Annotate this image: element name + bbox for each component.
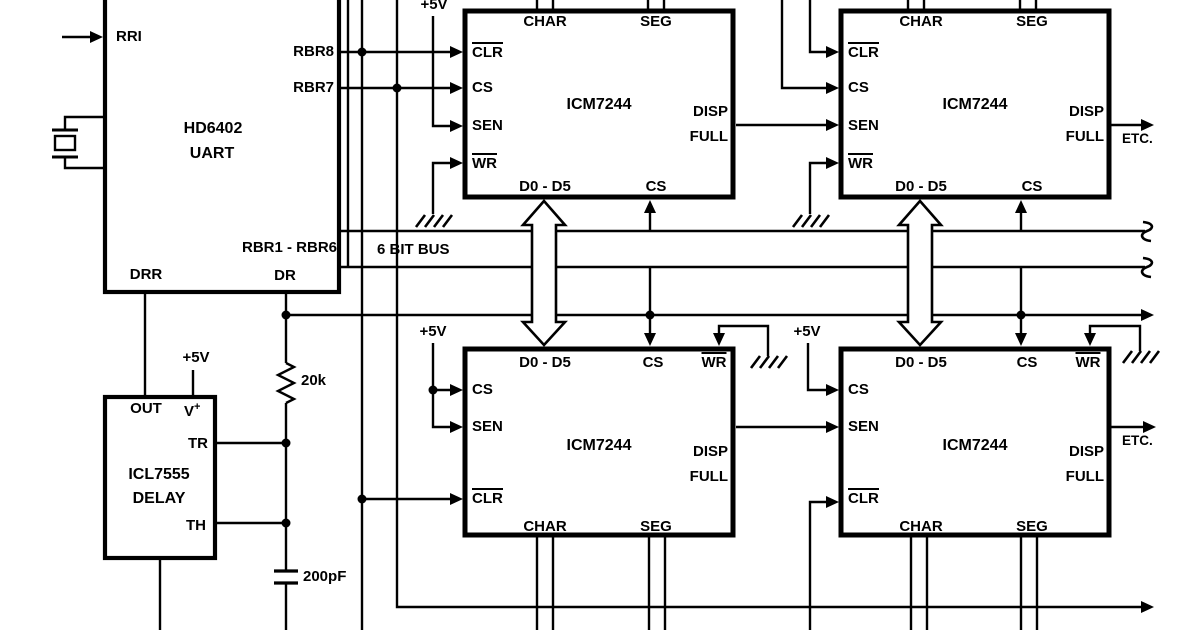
chip1-pin-disp: DISP	[692, 103, 728, 120]
chip4-part-number: ICM7244	[942, 437, 1008, 454]
uart-pin-dr: DR	[274, 267, 296, 284]
timer-pin-vplus: V+	[184, 401, 201, 420]
chip3-pin-d0-d5: D0 - D5	[519, 354, 571, 371]
chip4-pin-cs-bus: CS	[1016, 354, 1038, 371]
bus-label: 6 BIT BUS	[377, 241, 450, 258]
supply-label-bottom-right: +5V	[793, 323, 821, 340]
chip1-pin-wr: WR	[472, 153, 497, 172]
timer-pin-tr: TR	[188, 435, 208, 452]
chip2-pin-full: FULL	[1065, 128, 1104, 145]
chip2-pin-seg: SEG	[1016, 13, 1048, 30]
chip2-pin-d0-d5: D0 - D5	[895, 178, 947, 195]
supply-label-top: +5V	[420, 0, 448, 13]
chip3-pin-cs-bus: CS	[642, 354, 664, 371]
chip1-pin-d0-d5: D0 - D5	[519, 178, 571, 195]
chip2-pin-wr-text: WR	[848, 153, 873, 172]
chip1-pin-wr-text: WR	[472, 153, 497, 172]
chip2-pin-disp: DISP	[1068, 103, 1104, 120]
timer-box	[102, 394, 218, 561]
timer-pin-out: OUT	[130, 400, 162, 417]
resistor-icon	[275, 361, 297, 405]
chip4-pin-d0-d5: D0 - D5	[895, 354, 947, 371]
ground-icon	[414, 214, 1161, 369]
uart-pin-rbr1-rbr6: RBR1 - RBR6	[241, 239, 337, 256]
chip1-pin-full: FULL	[689, 128, 728, 145]
chip4-pin-disp: DISP	[1068, 443, 1104, 460]
chip3-box	[462, 346, 736, 538]
chip2-box	[838, 8, 1112, 200]
chip2-pin-sen: SEN	[848, 117, 879, 134]
chip3-pin-wr-text: WR	[701, 352, 727, 371]
chip4-pin-char: CHAR	[899, 518, 943, 535]
chip1-pin-char: CHAR	[523, 13, 567, 30]
chip3-pin-clr-text: CLR	[472, 488, 503, 507]
chip4-box	[838, 346, 1112, 538]
uart-pin-rbr8: RBR8	[293, 43, 334, 60]
chip3-pin-wr: WR	[701, 352, 727, 371]
chip1-pin-cs-bus: CS	[645, 178, 667, 195]
chip2-pin-char: CHAR	[899, 13, 943, 30]
chip2-pin-cs: CS	[848, 79, 869, 96]
chip2-pin-cs-bus: CS	[1021, 178, 1043, 195]
chip3-pin-char: CHAR	[523, 518, 567, 535]
timer-device-type: DELAY	[132, 490, 186, 507]
chip1-box	[462, 8, 736, 200]
chip4-pin-clr: CLR	[848, 488, 879, 507]
uart-pin-rri: RRI	[116, 28, 142, 45]
chip4-pin-clr-text: CLR	[848, 488, 879, 507]
uart-box	[102, 0, 342, 295]
timer-pin-v-sup: +	[194, 401, 201, 413]
chip2-pin-wr: WR	[848, 153, 873, 172]
resistor-value: 20k	[301, 372, 327, 389]
chip4-pin-cs: CS	[848, 381, 869, 398]
wires	[62, 0, 1145, 630]
arrowheads	[90, 31, 1156, 613]
timer-supply-label: +5V	[182, 349, 210, 366]
chip2-pin-clr-text: CLR	[848, 42, 879, 61]
chip1-pin-sen: SEN	[472, 117, 503, 134]
uart-pin-rbr7: RBR7	[293, 79, 334, 96]
chip1-pin-cs: CS	[472, 79, 493, 96]
timer-pin-v-text: V	[184, 403, 195, 420]
capacitor-value: 200pF	[303, 568, 347, 585]
chip2-part-number: ICM7244	[942, 96, 1008, 113]
supply-label-bottom-left: +5V	[419, 323, 447, 340]
timer-pin-th: TH	[186, 517, 206, 534]
etc-label-top: ETC.	[1122, 131, 1153, 146]
chip4-pin-sen: SEN	[848, 418, 879, 435]
chip3-pin-seg: SEG	[640, 518, 672, 535]
capacitor-icon	[274, 569, 298, 585]
chip1-pin-clr-text: CLR	[472, 42, 503, 61]
uart-part-number: HD6402	[183, 120, 243, 137]
chip1-pin-clr: CLR	[472, 42, 503, 61]
chip1-pin-seg: SEG	[640, 13, 672, 30]
chip1-part-number: ICM7244	[566, 96, 632, 113]
chip4-pin-wr-text: WR	[1075, 352, 1101, 371]
chip3-pin-clr: CLR	[472, 488, 503, 507]
chip4-pin-full: FULL	[1065, 468, 1104, 485]
chip3-part-number: ICM7244	[566, 437, 632, 454]
timer-part-number: ICL7555	[128, 466, 190, 483]
chip3-pin-cs: CS	[472, 381, 493, 398]
bus-arrow-icon	[520, 199, 944, 347]
chip2-pin-clr: CLR	[848, 42, 879, 61]
junction-dots	[281, 47, 1026, 528]
uart-device-type: UART	[189, 145, 235, 162]
etc-label-bottom: ETC.	[1122, 433, 1153, 448]
chip4-pin-seg: SEG	[1016, 518, 1048, 535]
bus-continuation-icon	[1140, 220, 1154, 279]
chip4-pin-wr: WR	[1075, 352, 1101, 371]
chip3-pin-sen: SEN	[472, 418, 503, 435]
chip3-pin-disp: DISP	[692, 443, 728, 460]
chip3-pin-full: FULL	[689, 468, 728, 485]
crystal-icon	[52, 128, 78, 159]
uart-pin-drr: DRR	[129, 266, 163, 283]
